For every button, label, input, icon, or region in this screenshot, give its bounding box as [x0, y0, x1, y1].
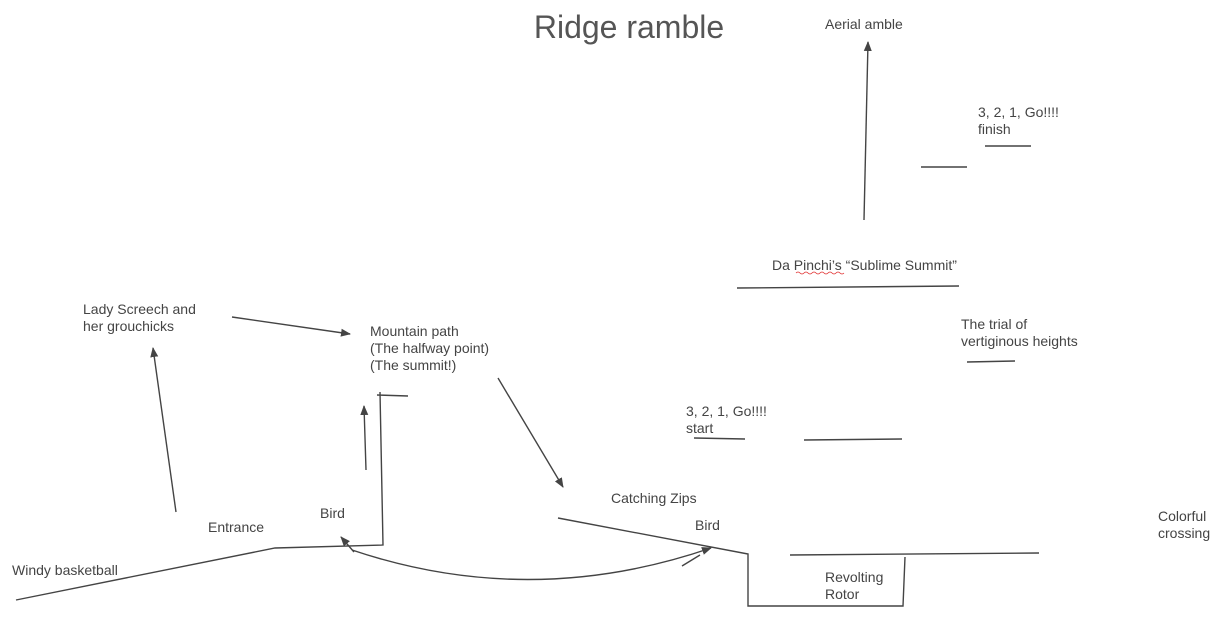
label-aerial-amble: Aerial amble: [825, 16, 903, 32]
colorful-crossing-ground: [789, 552, 1040, 556]
label-colorful-2: crossing: [1158, 525, 1210, 541]
label-colorful-1: Colorful: [1158, 508, 1206, 524]
label-start: start: [686, 420, 713, 436]
bird-curve-arrowhead-left: [340, 536, 355, 553]
label-mountain-1: Mountain path: [370, 323, 459, 339]
label-sublime-summit: Da Pinchi’s “Sublime Summit”: [772, 257, 957, 273]
arrow-up-bird: [360, 405, 369, 471]
label-bird-left: Bird: [320, 505, 345, 521]
platform: [376, 394, 409, 397]
platform: [803, 438, 903, 441]
label-finish: finish: [978, 121, 1011, 137]
label-lady-2: her grouchicks: [83, 318, 174, 334]
ground-path-left: [15, 391, 384, 601]
diagram-title: Ridge ramble: [534, 9, 724, 45]
label-entrance: Entrance: [208, 519, 264, 535]
arrow-to-aerial-amble: [863, 41, 872, 221]
label-start-go: 3, 2, 1, Go!!!!: [686, 403, 767, 419]
arrow-to-mountain-path: [231, 316, 351, 337]
arrow-to-lady-screech: [150, 347, 177, 513]
label-bird-right: Bird: [695, 517, 720, 533]
label-mountain-3: (The summit!): [370, 357, 456, 373]
label-catching-zips: Catching Zips: [611, 490, 697, 506]
label-trial-2: vertiginous heights: [961, 333, 1078, 349]
bird-curve-tail: [681, 554, 701, 567]
label-finish-go: 3, 2, 1, Go!!!!: [978, 104, 1059, 120]
label-mountain-2: (The halfway point): [370, 340, 489, 356]
label-windy: Windy basketball: [12, 562, 118, 578]
bird-curve-arrow: [351, 547, 712, 581]
label-rotor-1: Revolting: [825, 569, 883, 585]
label-lady-1: Lady Screech and: [83, 301, 196, 317]
platform: [693, 437, 746, 440]
summit-platform: [736, 285, 960, 289]
ground-path-right: [557, 517, 906, 607]
label-rotor-2: Rotor: [825, 586, 860, 602]
arrow-to-catching-zips: [497, 377, 564, 488]
label-trial-1: The trial of: [961, 316, 1027, 332]
platform: [966, 360, 1016, 363]
spellcheck-underline: [795, 271, 845, 275]
